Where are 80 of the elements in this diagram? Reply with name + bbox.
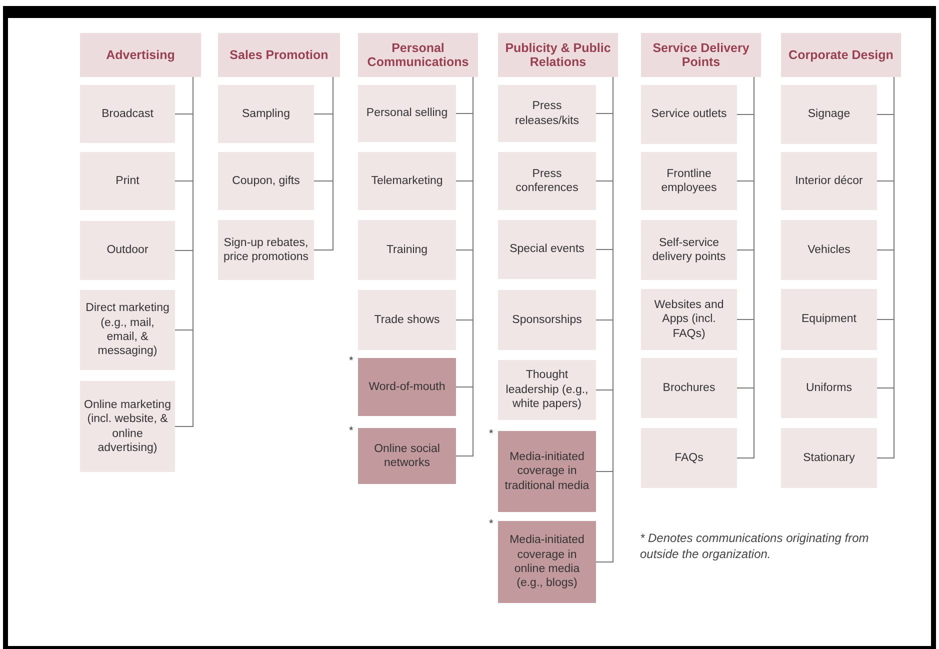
item-box xyxy=(218,220,314,280)
item-label: Sign-up rebates, price promotions xyxy=(222,236,310,264)
item-box xyxy=(641,152,737,210)
item-box xyxy=(498,152,596,210)
category-header-box xyxy=(498,33,618,77)
item-label: Equipment xyxy=(802,312,856,327)
item-label: Press conferences xyxy=(514,166,580,196)
item-box xyxy=(80,381,175,472)
item-box xyxy=(641,85,737,144)
item-box xyxy=(80,221,175,280)
category-header-box xyxy=(80,33,201,77)
asterisk-mark: * xyxy=(349,355,354,367)
item-label: Outdoor xyxy=(106,243,148,258)
item-label: Media-initiated coverage in online media (e.g., blogs) xyxy=(508,533,586,591)
item-label: Special events xyxy=(510,242,584,257)
item-label: Frontline employees xyxy=(660,166,718,196)
item-label: FAQs xyxy=(674,450,704,466)
category-header-box xyxy=(218,33,340,77)
item-box xyxy=(781,220,877,280)
category-title: Sales Promotion xyxy=(230,48,328,62)
item-box xyxy=(498,290,596,350)
item-label: Online marketing (incl. website, & online advertising) xyxy=(84,398,171,456)
item-box xyxy=(781,289,877,350)
item-box xyxy=(80,290,175,370)
item-label: Personal selling xyxy=(366,106,448,121)
item-label: Interior décor xyxy=(795,174,863,188)
item-box xyxy=(781,152,877,210)
item-box xyxy=(80,85,175,143)
item-label: Broadcast xyxy=(102,106,154,122)
item-box xyxy=(358,152,456,210)
item-label: Coupon, gifts xyxy=(232,174,300,188)
item-label: Direct marketing (e.g., mail, email, & messaging) xyxy=(84,301,170,359)
item-label: Media-initiated coverage in traditional media xyxy=(504,450,590,494)
item-box xyxy=(641,428,737,488)
asterisk-mark: * xyxy=(489,518,494,530)
item-box xyxy=(781,428,877,488)
item-label: Signage xyxy=(808,107,850,122)
footnote: * Denotes communications originating from outside the organization. xyxy=(640,530,870,562)
item-label: Online social networks xyxy=(373,442,441,470)
item-box xyxy=(498,220,596,279)
item-label: Thought leadership (e.g., white papers) xyxy=(504,368,590,412)
category-title: Advertising xyxy=(106,48,175,62)
item-box xyxy=(218,152,314,210)
category-title: Service Delivery Points xyxy=(652,40,750,70)
category-title: Personal Communications xyxy=(366,40,470,70)
item-label: Self-service delivery points xyxy=(651,236,727,264)
item-label: Trade shows xyxy=(374,312,440,328)
item-label: Telemarketing xyxy=(371,174,443,188)
item-label: Print xyxy=(116,174,140,188)
item-box xyxy=(641,220,737,280)
item-box xyxy=(641,358,737,418)
item-label: Websites and Apps (incl. FAQs) xyxy=(653,298,725,342)
item-box xyxy=(358,85,456,142)
category-header-box xyxy=(641,33,761,77)
item-label: Uniforms xyxy=(806,380,852,396)
item-box xyxy=(358,290,456,350)
category-title: Corporate Design xyxy=(788,48,894,62)
category-header-box xyxy=(358,33,478,77)
asterisk-mark: * xyxy=(349,425,354,437)
item-label: Sponsorships xyxy=(512,312,582,328)
connector-line xyxy=(314,76,334,250)
item-label: Vehicles xyxy=(808,242,850,258)
item-label: Training xyxy=(386,242,428,258)
item-box xyxy=(641,289,737,350)
item-box xyxy=(781,358,877,418)
asterisk-mark: * xyxy=(489,428,494,440)
item-label: Service outlets xyxy=(651,107,727,122)
item-box xyxy=(498,85,596,142)
item-box xyxy=(218,85,314,143)
item-label: Brochures xyxy=(662,380,716,396)
category-title: Publicity & Public Relations xyxy=(504,40,612,70)
item-label: Stationary xyxy=(803,450,855,466)
item-label: Sampling xyxy=(242,106,290,122)
item-box xyxy=(358,220,456,280)
category-header-box xyxy=(781,33,901,77)
item-box xyxy=(781,85,877,144)
item-box xyxy=(80,152,175,210)
item-label: Press releases/kits xyxy=(514,99,580,128)
item-box xyxy=(498,360,596,420)
item-label: Word-of-mouth xyxy=(368,380,446,394)
